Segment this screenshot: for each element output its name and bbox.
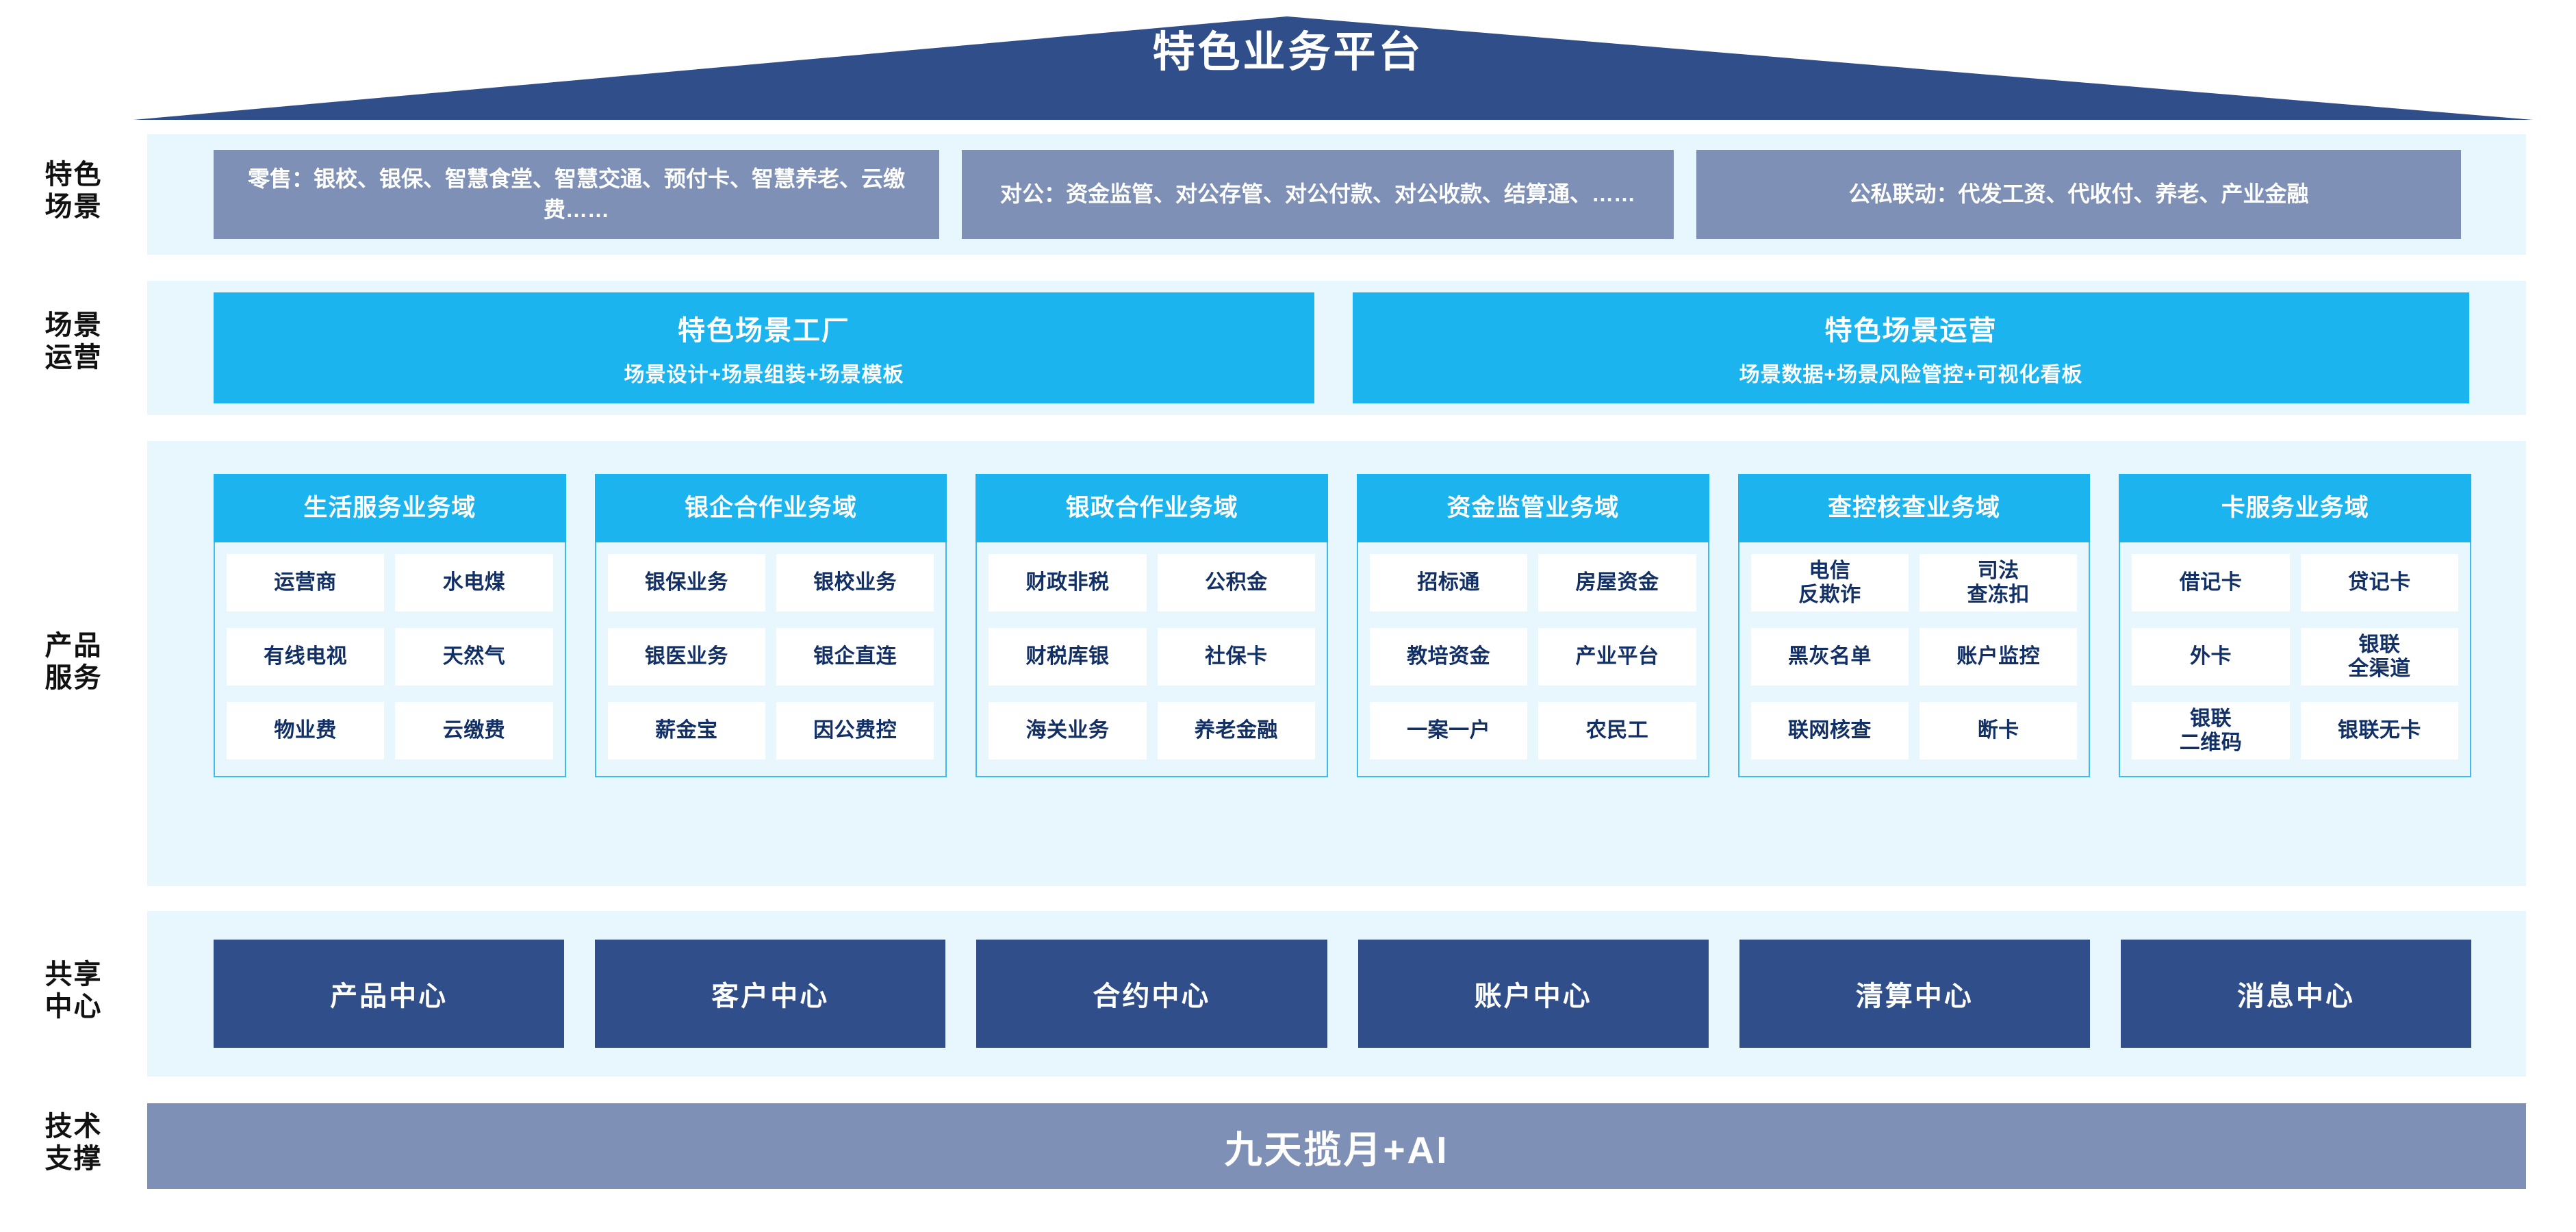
domain-item[interactable]: 银医业务 — [607, 628, 765, 686]
domain-item[interactable]: 水电煤 — [395, 554, 553, 612]
domain-card-bank-enterprise[interactable]: 银企合作业务域 银保业务 银校业务 银医业务 银企直连 薪金宝 因公费控 — [594, 474, 947, 777]
domain-item[interactable]: 银企直连 — [776, 628, 934, 686]
domain-item[interactable]: 断卡 — [1920, 702, 2078, 759]
scene-box-corporate[interactable]: 对公：资金监管、对公存管、对公付款、对公收款、结算通、…… — [962, 150, 1674, 239]
domain-item[interactable]: 物业费 — [227, 702, 385, 759]
domain-item[interactable]: 联网核查 — [1750, 702, 1909, 759]
domain-card-card-service[interactable]: 卡服务业务域 借记卡 贷记卡 外卡 银联 全渠道 银联 二维码 银联无卡 — [2119, 474, 2472, 777]
domain-item[interactable]: 公积金 — [1157, 554, 1316, 612]
domain-item[interactable]: 银联 全渠道 — [2300, 628, 2459, 686]
domain-item[interactable]: 财政非税 — [989, 554, 1147, 612]
domain-card-row: 生活服务业务域 运营商 水电煤 有线电视 天然气 物业费 云缴费 银企合作业务域… — [147, 441, 2526, 886]
shared-center-customer[interactable]: 客户中心 — [595, 940, 946, 1048]
domain-items-fund-supervision: 招标通 房屋资金 教培资金 产业平台 一案一户 农民工 — [1357, 542, 1709, 777]
domain-item[interactable]: 养老金融 — [1157, 702, 1316, 759]
ops-subtitle-scene-operation: 场景数据+场景风险管控+可视化看板 — [1739, 364, 2083, 386]
domain-card-bank-government[interactable]: 银政合作业务域 财政非税 公积金 财税库银 社保卡 海关业务 养老金融 — [975, 474, 1329, 777]
domain-items-bank-government: 财政非税 公积金 财税库银 社保卡 海关业务 养老金融 — [975, 542, 1329, 777]
ops-box-scene-operation[interactable]: 特色场景运营 场景数据+场景风险管控+可视化看板 — [1353, 292, 2469, 403]
domain-item[interactable]: 运营商 — [227, 554, 385, 612]
domain-items-life-service: 运营商 水电煤 有线电视 天然气 物业费 云缴费 — [214, 542, 566, 777]
ops-subtitle-scene-factory: 场景设计+场景组装+场景模板 — [624, 364, 904, 386]
domain-title-investigation: 查控核查业务域 — [1737, 474, 2091, 542]
domain-title-bank-government: 银政合作业务域 — [975, 474, 1329, 542]
domain-item[interactable]: 因公费控 — [776, 702, 934, 759]
domain-item[interactable]: 社保卡 — [1157, 628, 1316, 686]
rail-label-scene: 特色 场景 — [44, 160, 103, 223]
domain-item[interactable]: 账户监控 — [1920, 628, 2078, 686]
ops-title-scene-factory: 特色场景工厂 — [678, 316, 850, 346]
rail-label-product: 产品 服务 — [44, 631, 103, 694]
shared-center-message[interactable]: 消息中心 — [2120, 940, 2472, 1048]
domain-items-card-service: 借记卡 贷记卡 外卡 银联 全渠道 银联 二维码 银联无卡 — [2119, 542, 2472, 777]
page-title: 特色业务平台 — [1152, 29, 1424, 76]
domain-item[interactable]: 黑灰名单 — [1750, 628, 1909, 686]
domain-item[interactable]: 财税库银 — [989, 628, 1147, 686]
rail-label-shared: 共享 中心 — [44, 959, 103, 1022]
domain-title-bank-enterprise: 银企合作业务域 — [594, 474, 947, 542]
tech-support-label: 九天揽月+AI — [1224, 1128, 1449, 1171]
domain-item[interactable]: 农民工 — [1538, 702, 1696, 759]
domain-item[interactable]: 银联无卡 — [2300, 702, 2459, 759]
ops-box-scene-factory[interactable]: 特色场景工厂 场景设计+场景组装+场景模板 — [214, 292, 1314, 403]
operations-layer-band: 特色场景工厂 场景设计+场景组装+场景模板 特色场景运营 场景数据+场景风险管控… — [147, 281, 2526, 415]
scene-box-row: 零售：银校、银保、智慧食堂、智慧交通、预付卡、智慧养老、云缴费…… 对公：资金监… — [147, 134, 2526, 255]
domain-items-investigation: 电信 反欺诈 司法 查冻扣 黑灰名单 账户监控 联网核查 断卡 — [1737, 542, 2091, 777]
scene-box-public-private[interactable]: 公私联动：代发工资、代收付、养老、产业金融 — [1696, 150, 2461, 239]
domain-item[interactable]: 借记卡 — [2132, 554, 2290, 612]
domain-item[interactable]: 银联 二维码 — [2132, 702, 2290, 759]
platform-roof: 特色业务平台 — [0, 0, 2576, 123]
domain-item[interactable]: 司法 查冻扣 — [1920, 554, 2078, 612]
shared-center-account[interactable]: 账户中心 — [1357, 940, 1709, 1048]
product-layer-band: 生活服务业务域 运营商 水电煤 有线电视 天然气 物业费 云缴费 银企合作业务域… — [147, 441, 2526, 886]
domain-item[interactable]: 外卡 — [2132, 628, 2290, 686]
domain-item[interactable]: 贷记卡 — [2300, 554, 2459, 612]
domain-item[interactable]: 电信 反欺诈 — [1750, 554, 1909, 612]
domain-card-investigation[interactable]: 查控核查业务域 电信 反欺诈 司法 查冻扣 黑灰名单 账户监控 联网核查 断卡 — [1737, 474, 2091, 777]
scene-layer-band: 零售：银校、银保、智慧食堂、智慧交通、预付卡、智慧养老、云缴费…… 对公：资金监… — [147, 134, 2526, 255]
roof-shape-icon — [133, 16, 2533, 120]
scene-box-retail[interactable]: 零售：银校、银保、智慧食堂、智慧交通、预付卡、智慧养老、云缴费…… — [214, 150, 939, 239]
shared-center-contract[interactable]: 合约中心 — [976, 940, 1327, 1048]
domain-item[interactable]: 产业平台 — [1538, 628, 1696, 686]
rail-label-tech: 技术 支撑 — [44, 1111, 103, 1174]
domain-card-life-service[interactable]: 生活服务业务域 运营商 水电煤 有线电视 天然气 物业费 云缴费 — [214, 474, 566, 777]
domain-title-life-service: 生活服务业务域 — [214, 474, 566, 542]
domain-item[interactable]: 云缴费 — [395, 702, 553, 759]
domain-item[interactable]: 一案一户 — [1370, 702, 1528, 759]
domain-item[interactable]: 教培资金 — [1370, 628, 1528, 686]
tech-support-band: 九天揽月+AI — [147, 1103, 2526, 1189]
operations-box-row: 特色场景工厂 场景设计+场景组装+场景模板 特色场景运营 场景数据+场景风险管控… — [147, 281, 2526, 415]
domain-item[interactable]: 招标通 — [1370, 554, 1528, 612]
ops-title-scene-operation: 特色场景运营 — [1824, 316, 1998, 346]
domain-item[interactable]: 银保业务 — [607, 554, 765, 612]
domain-card-fund-supervision[interactable]: 资金监管业务域 招标通 房屋资金 教培资金 产业平台 一案一户 农民工 — [1357, 474, 1709, 777]
shared-center-clearing[interactable]: 清算中心 — [1739, 940, 2090, 1048]
domain-item[interactable]: 薪金宝 — [607, 702, 765, 759]
domain-item[interactable]: 天然气 — [395, 628, 553, 686]
domain-title-fund-supervision: 资金监管业务域 — [1357, 474, 1709, 542]
domain-item[interactable]: 有线电视 — [227, 628, 385, 686]
rail-label-ops: 场景 运营 — [44, 310, 103, 373]
shared-center-band: 产品中心 客户中心 合约中心 账户中心 清算中心 消息中心 — [147, 911, 2526, 1077]
domain-item[interactable]: 海关业务 — [989, 702, 1147, 759]
domain-item[interactable]: 银校业务 — [776, 554, 934, 612]
domain-items-bank-enterprise: 银保业务 银校业务 银医业务 银企直连 薪金宝 因公费控 — [594, 542, 947, 777]
shared-center-product[interactable]: 产品中心 — [214, 940, 565, 1048]
shared-center-row: 产品中心 客户中心 合约中心 账户中心 清算中心 消息中心 — [147, 911, 2526, 1077]
domain-item[interactable]: 房屋资金 — [1538, 554, 1696, 612]
domain-title-card-service: 卡服务业务域 — [2119, 474, 2472, 542]
